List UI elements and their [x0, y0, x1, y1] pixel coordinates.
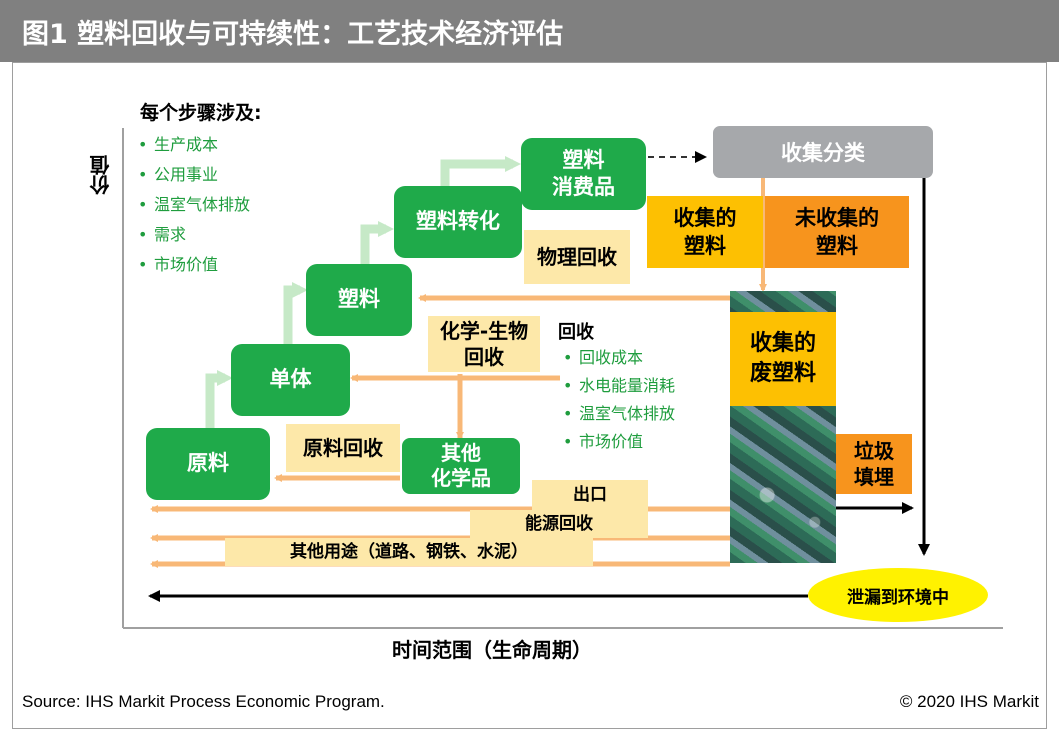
box-line1: 垃圾 — [854, 439, 894, 463]
box-line2: 填埋 — [854, 465, 894, 489]
steps-list: 生产成本 公用事业 温室气体排放 需求 市场价值 — [136, 130, 250, 280]
figure-title: 图1 塑料回收与可持续性：工艺技术经济评估 — [22, 19, 564, 50]
landfill-box: 垃圾 填埋 — [836, 434, 912, 494]
collect-sort-label: 收集分类 — [781, 141, 865, 165]
stage-monomer: 单体 — [231, 344, 350, 416]
stage-label: 原料 — [187, 451, 229, 476]
chem-bio-recycle-label: 化学-生物 回收 — [428, 316, 540, 372]
label-line2: 回收 — [464, 345, 504, 369]
recycle-list: 回收成本 水电能量消耗 温室气体排放 市场价值 — [561, 344, 675, 456]
stair-arrow-1 — [205, 370, 233, 430]
label-text: 泄漏到环境中 — [847, 587, 949, 608]
label-text: 原料回收 — [303, 436, 383, 460]
list-item: 回收成本 — [561, 344, 675, 372]
box-line1: 收集的 — [749, 331, 816, 357]
collected-plastic-box: 收集的 塑料 — [647, 196, 763, 268]
waste-plastic-box: 收集的 废塑料 — [730, 312, 836, 406]
stage-label: 塑料 — [338, 287, 380, 312]
energy-recovery-label: 能源回收 — [470, 510, 648, 538]
stage-consumer-goods: 塑料 消费品 — [521, 138, 646, 210]
leakage-ellipse: 泄漏到环境中 — [808, 568, 988, 622]
list-item: 市场价值 — [136, 250, 250, 280]
stage-label: 塑料转化 — [416, 209, 500, 234]
label-text: 能源回收 — [525, 513, 593, 534]
stage-plastic: 塑料 — [306, 264, 412, 336]
stage-raw-material: 原料 — [146, 428, 270, 500]
box-line2: 塑料 — [684, 234, 726, 258]
stair-arrow-2 — [283, 282, 308, 346]
stage-label-line2: 消费品 — [552, 175, 615, 199]
stage-label: 单体 — [269, 367, 312, 392]
list-item: 需求 — [136, 220, 250, 250]
other-chemicals-box: 其他 化学品 — [402, 438, 520, 494]
feedstock-recycle-label: 原料回收 — [286, 424, 400, 472]
recycle-header: 回收 — [558, 322, 594, 343]
export-label: 出口 — [532, 480, 648, 510]
label-text: 出口 — [573, 484, 607, 505]
other-uses-label: 其他用途（道路、钢铁、水泥） — [225, 538, 593, 566]
x-axis-label: 时间范围（生命周期） — [392, 638, 592, 662]
copyright-note: © 2020 IHS Markit — [899, 692, 1039, 711]
stair-arrow-4 — [440, 156, 521, 188]
title-bar — [0, 0, 1059, 62]
box-line1: 未收集的 — [795, 205, 879, 230]
list-item: 温室气体排放 — [561, 400, 675, 428]
label-line1: 其他 — [441, 441, 481, 465]
stage-conversion: 塑料转化 — [394, 186, 522, 258]
list-item: 生产成本 — [136, 130, 250, 160]
list-item: 温室气体排放 — [136, 190, 250, 220]
label-line1: 化学-生物 — [439, 319, 529, 343]
box-line2: 塑料 — [816, 234, 858, 258]
list-item: 公用事业 — [136, 160, 250, 190]
collect-sort-box: 收集分类 — [713, 126, 933, 178]
label-line2: 化学品 — [431, 466, 491, 490]
list-item: 市场价值 — [561, 428, 675, 456]
label-text: 物理回收 — [537, 245, 617, 269]
label-text: 其他用途（道路、钢铁、水泥） — [290, 541, 528, 562]
source-note: Source: IHS Markit Process Economic Prog… — [22, 692, 385, 711]
uncollected-plastic-box: 未收集的 塑料 — [765, 196, 909, 268]
box-line2: 废塑料 — [749, 361, 816, 386]
y-axis-label: 价值 — [89, 155, 113, 195]
steps-header: 每个步骤涉及: — [140, 102, 262, 124]
box-line1: 收集的 — [673, 205, 737, 230]
stage-label-line1: 塑料 — [562, 147, 605, 172]
stair-arrow-3 — [360, 221, 394, 266]
physical-recycle-label: 物理回收 — [524, 230, 630, 284]
list-item: 水电能量消耗 — [561, 372, 675, 400]
